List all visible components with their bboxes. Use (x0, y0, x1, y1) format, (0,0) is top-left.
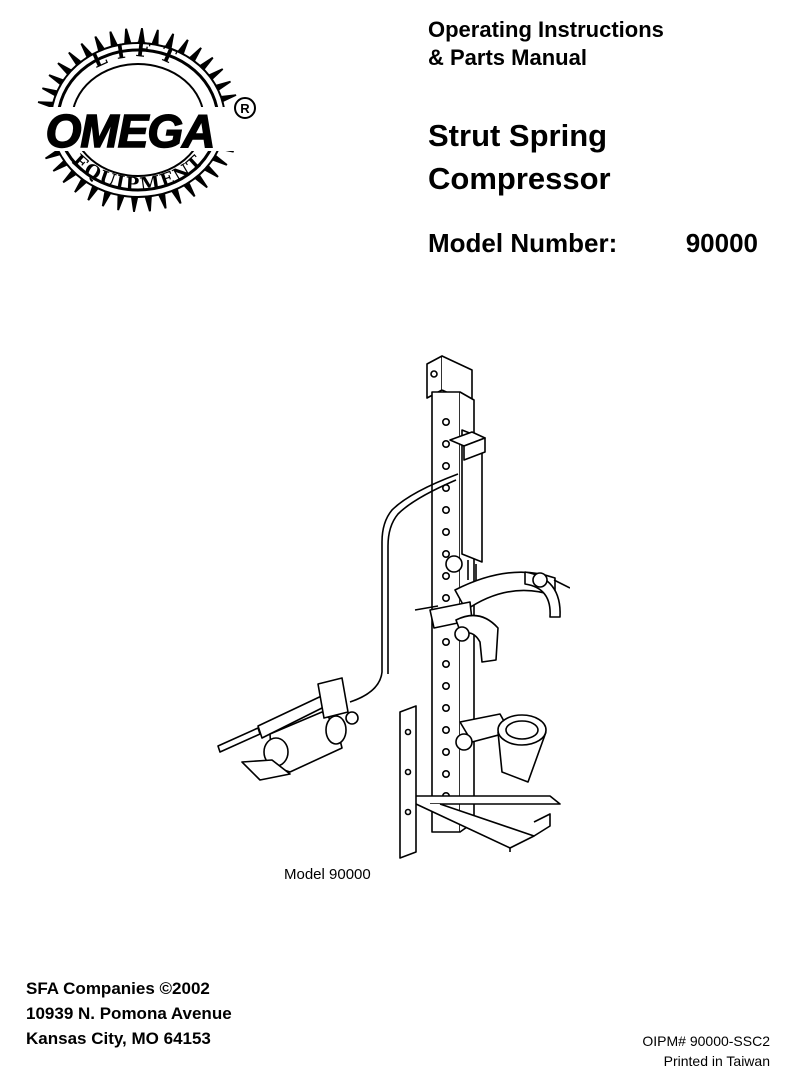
model-number-row: Model Number: 90000 (428, 228, 758, 259)
product-title-line2: Compressor (428, 161, 611, 196)
omega-lift-logo: LIFT EQUIPMENT OMEGA R (20, 28, 256, 212)
model-number-label: Model Number: (428, 228, 618, 258)
column-hole (442, 550, 451, 559)
document-number: OIPM# 90000-SSC2 (642, 1033, 770, 1049)
registered-mark-letter: R (240, 101, 250, 116)
column-hole (442, 725, 451, 734)
document-type-heading: Operating Instructions & Parts Manual (428, 16, 664, 72)
column-hole (442, 747, 451, 756)
company-address-block: SFA Companies ©2002 10939 N. Pomona Aven… (26, 976, 232, 1051)
column-hole (442, 637, 451, 646)
column-hole (442, 681, 451, 690)
column-adjustment-holes (442, 418, 451, 800)
column-hole (442, 769, 451, 778)
company-name: SFA Companies ©2002 (26, 979, 210, 998)
column-hole (442, 440, 451, 449)
document-code-block: OIPM# 90000-SSC2 Printed in Taiwan (642, 1031, 770, 1071)
printed-in: Printed in Taiwan (663, 1053, 770, 1069)
product-title-line1: Strut Spring (428, 118, 608, 153)
column-hole (442, 528, 451, 537)
column-hole (442, 418, 451, 427)
product-title: Strut Spring Compressor (428, 114, 611, 200)
column-hole (442, 572, 451, 581)
column-hole (442, 462, 451, 471)
document-type-line1: Operating Instructions (428, 17, 664, 42)
registered-mark-icon (234, 97, 256, 119)
model-number-value: 90000 (685, 228, 758, 258)
column-hole (442, 594, 451, 603)
company-city: Kansas City, MO 64153 (26, 1029, 211, 1048)
figure-caption: Model 90000 (284, 866, 371, 883)
company-street: 10939 N. Pomona Avenue (26, 1004, 232, 1023)
column-hole (442, 506, 451, 515)
strut-spring-compressor-illustration (217, 355, 570, 859)
logo-brand-text: OMEGA (46, 105, 215, 157)
column-hole (442, 703, 451, 712)
column-hole (442, 659, 451, 668)
document-type-line2: & Parts Manual (428, 45, 587, 70)
